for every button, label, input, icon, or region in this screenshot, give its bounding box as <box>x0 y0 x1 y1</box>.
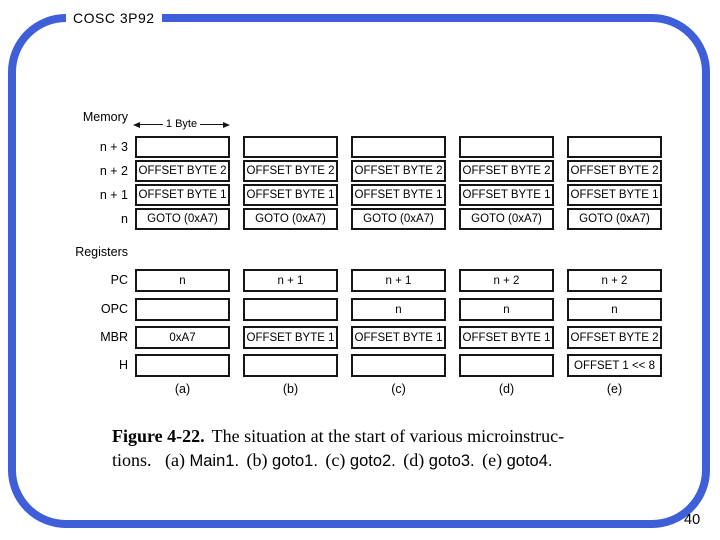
register-cell <box>351 354 446 377</box>
memory-cell: OFFSET BYTE 2 <box>243 160 338 182</box>
memory-row-label-n: n <box>121 212 128 226</box>
arrow-line <box>140 123 163 126</box>
memory-cell: OFFSET BYTE 2 <box>567 160 662 182</box>
page-number: 40 <box>684 512 701 528</box>
figure-caption: Figure 4-22. The situation at the start o… <box>112 425 652 473</box>
register-cell: OFFSET BYTE 1 <box>243 326 338 349</box>
register-cell: OFFSET BYTE 1 <box>351 326 446 349</box>
register-cell: OFFSET BYTE 2 <box>567 326 662 349</box>
memory-cell: OFFSET BYTE 1 <box>459 184 554 206</box>
caption-item-name: goto4. <box>506 451 553 470</box>
caption-item-marker: (b) <box>246 449 268 470</box>
memory-cell: OFFSET BYTE 2 <box>459 160 554 182</box>
memory-cell <box>351 136 446 158</box>
register-cell: n <box>351 298 446 321</box>
registers-section-label: Registers <box>75 245 128 259</box>
column-label-c: (c) <box>391 382 406 396</box>
figure-caption-text-cont: tions. <box>112 449 152 470</box>
register-cell: n <box>567 298 662 321</box>
register-cell <box>135 354 230 377</box>
one-byte-label: 1 Byte <box>165 117 198 130</box>
register-row-label-h: H <box>118 358 128 372</box>
caption-item-marker: (c) <box>325 449 346 470</box>
register-cell <box>459 354 554 377</box>
memory-row-label-n3: n + 3 <box>99 140 128 154</box>
figure-caption-text: The situation at the start of various mi… <box>211 426 565 446</box>
arrow-right-icon <box>223 121 230 128</box>
register-cell: OFFSET 1 << 8 <box>567 354 662 377</box>
register-cell: OFFSET BYTE 1 <box>459 326 554 349</box>
memory-cell <box>243 136 338 158</box>
register-cell: n + 2 <box>459 269 554 292</box>
slide-border-frame <box>8 14 710 528</box>
register-cell <box>243 298 338 321</box>
memory-cell: OFFSET BYTE 1 <box>351 184 446 206</box>
memory-section-label: Memory <box>82 110 128 124</box>
column-label-e: (e) <box>606 382 623 396</box>
memory-cell <box>567 136 662 158</box>
caption-item-name: goto2. <box>349 451 396 470</box>
memory-cell: OFFSET BYTE 1 <box>243 184 338 206</box>
caption-item-name: Main1. <box>189 451 240 470</box>
register-row-label-opc: OPC <box>100 302 128 316</box>
memory-cell: OFFSET BYTE 2 <box>135 160 230 182</box>
caption-item-name: goto3. <box>428 451 475 470</box>
register-cell: n + 1 <box>243 269 338 292</box>
memory-cell <box>135 136 230 158</box>
memory-cell: GOTO (0xA7) <box>459 208 554 230</box>
register-cell: n + 2 <box>567 269 662 292</box>
memory-cell <box>459 136 554 158</box>
register-row-label-pc: PC <box>110 273 128 287</box>
caption-item-marker: (d) <box>403 449 425 470</box>
arrow-left-icon <box>133 121 140 128</box>
register-cell: n + 1 <box>351 269 446 292</box>
slide-title: COSC 3P92 <box>66 10 162 26</box>
one-byte-width-annotation: 1 Byte <box>133 118 230 131</box>
caption-item-marker: (e) <box>482 449 503 470</box>
memory-cell: GOTO (0xA7) <box>135 208 230 230</box>
caption-item-marker: (a) <box>165 449 185 470</box>
column-label-a: (a) <box>174 382 191 396</box>
register-cell <box>135 298 230 321</box>
figure-caption-label: Figure 4-22. <box>112 426 205 446</box>
memory-cell: GOTO (0xA7) <box>567 208 662 230</box>
register-cell: 0xA7 <box>135 326 230 349</box>
register-cell <box>243 354 338 377</box>
memory-cell: OFFSET BYTE 1 <box>135 184 230 206</box>
memory-cell: OFFSET BYTE 1 <box>567 184 662 206</box>
memory-row-label-n1: n + 1 <box>99 188 128 202</box>
memory-cell: GOTO (0xA7) <box>243 208 338 230</box>
column-label-b: (b) <box>282 382 299 396</box>
caption-item-name: goto1. <box>272 451 318 470</box>
register-cell: n <box>135 269 230 292</box>
register-row-label-mbr: MBR <box>100 330 128 344</box>
memory-cell: OFFSET BYTE 2 <box>351 160 446 182</box>
memory-row-label-n2: n + 2 <box>99 164 128 178</box>
memory-cell: GOTO (0xA7) <box>351 208 446 230</box>
column-label-d: (d) <box>498 382 515 396</box>
register-cell: n <box>459 298 554 321</box>
arrow-line <box>200 123 223 126</box>
